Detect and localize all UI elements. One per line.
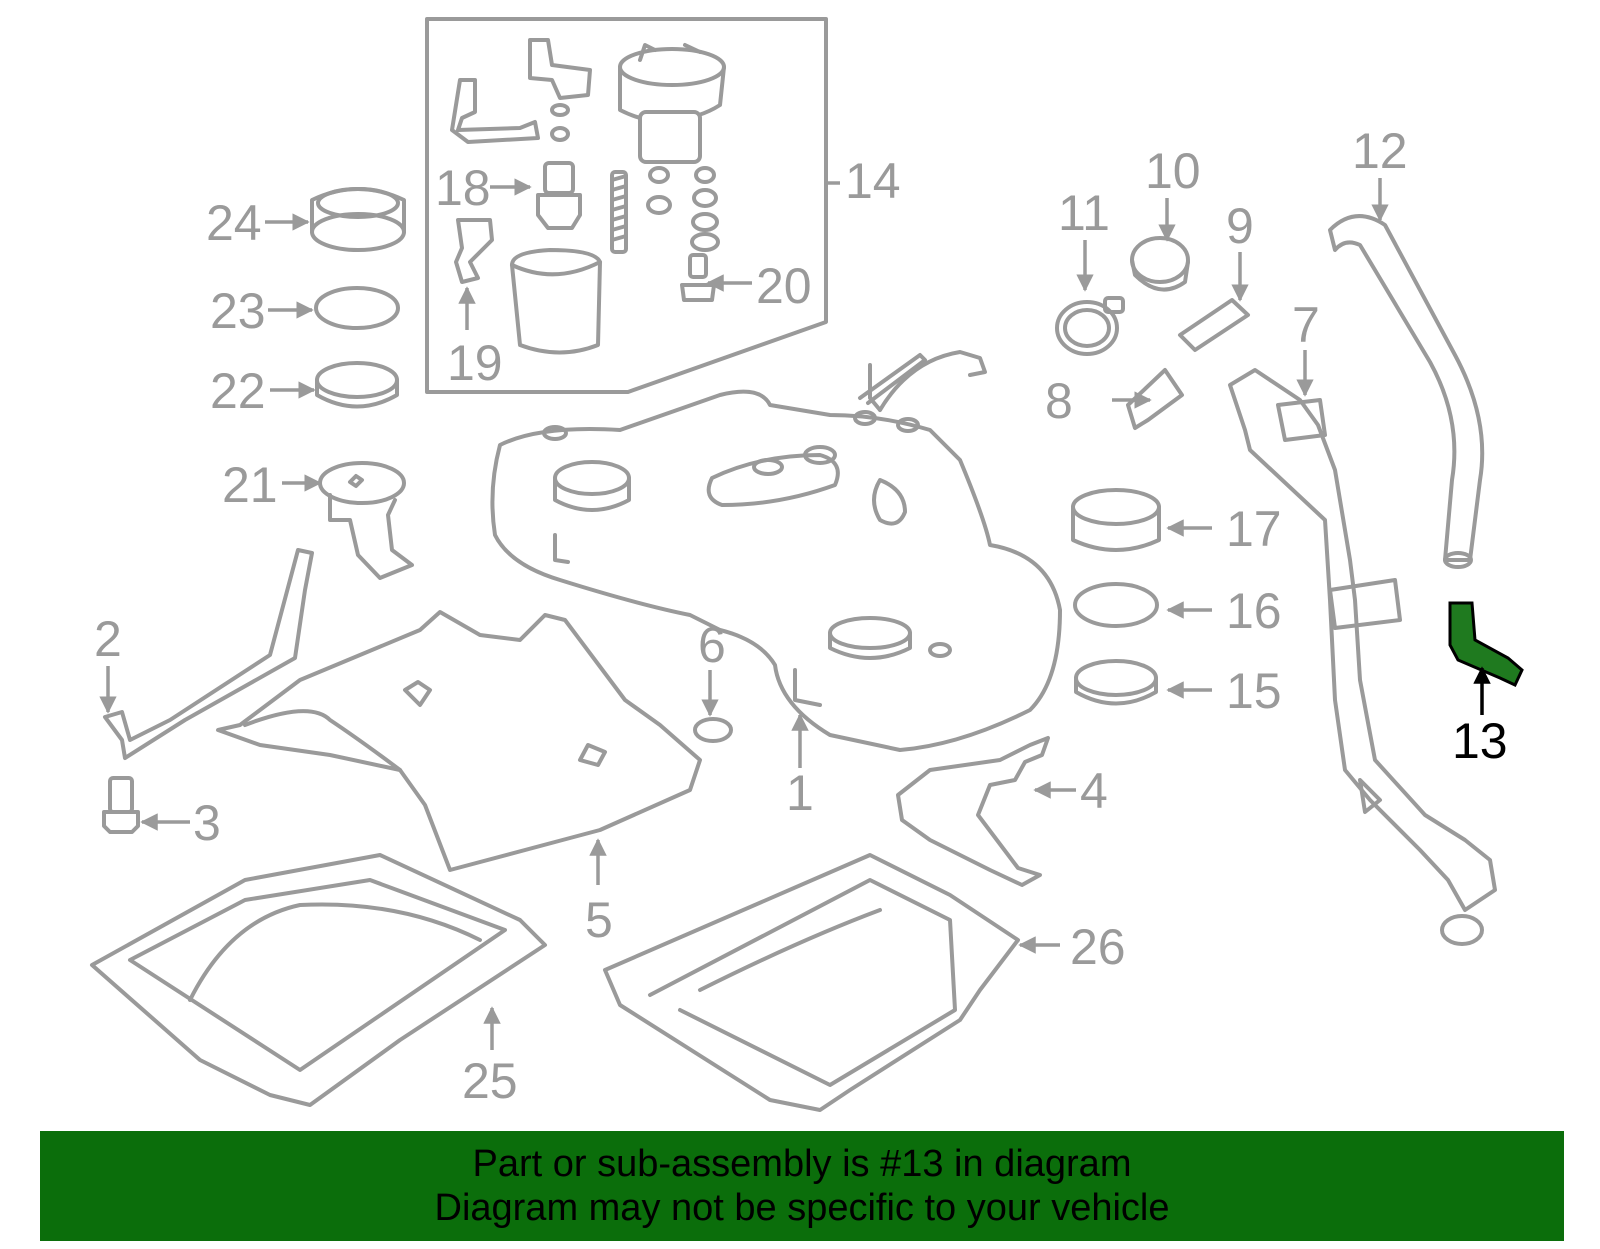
part-15-ring bbox=[1074, 659, 1158, 706]
callout-26: 26 bbox=[1070, 919, 1126, 975]
part-7-filler-neck bbox=[1228, 368, 1497, 912]
part-7-bracket bbox=[1276, 398, 1402, 814]
callout-9: 9 bbox=[1226, 198, 1254, 254]
part-10-fuel-cap bbox=[1130, 236, 1190, 292]
part-8-clip bbox=[1126, 368, 1184, 430]
part-5-heat-shield-ribs bbox=[243, 680, 607, 772]
callout-10: 10 bbox=[1145, 143, 1201, 199]
callout-5: 5 bbox=[585, 892, 613, 948]
callout-24: 24 bbox=[206, 195, 262, 251]
part-11-clamp bbox=[1055, 296, 1125, 356]
part-17-lock-ring bbox=[1071, 488, 1161, 552]
callout-15: 15 bbox=[1226, 663, 1282, 719]
part-21-sender bbox=[318, 461, 414, 580]
part-16-gasket bbox=[1073, 582, 1159, 628]
part-26-skid-plate bbox=[603, 853, 1020, 1112]
leader-arrows bbox=[99, 178, 1389, 1050]
part-23-gasket bbox=[314, 286, 400, 330]
callout-3: 3 bbox=[193, 795, 221, 851]
part-24-lock-ring bbox=[310, 187, 406, 252]
part-4-bracket bbox=[896, 736, 1050, 887]
part-12-hose-end bbox=[1443, 551, 1473, 569]
part-12-vent-hose bbox=[1328, 214, 1485, 562]
part-25-skid-plate-frame bbox=[128, 878, 507, 1072]
callout-16: 16 bbox=[1226, 583, 1282, 639]
part-13-hose-highlighted bbox=[1448, 601, 1524, 687]
callout-8: 8 bbox=[1045, 373, 1073, 429]
info-banner-line-1: Part or sub-assembly is #13 in diagram bbox=[472, 1143, 1132, 1185]
callout-21: 21 bbox=[222, 457, 278, 513]
info-banner: Part or sub-assembly is #13 in diagram D… bbox=[40, 1131, 1564, 1241]
callout-17: 17 bbox=[1226, 501, 1282, 557]
part-6-grommet bbox=[693, 717, 733, 743]
part-3-bolt bbox=[102, 776, 140, 834]
callout-2: 2 bbox=[94, 611, 122, 667]
part-2-strap bbox=[103, 548, 314, 760]
info-banner-background bbox=[40, 1131, 1564, 1241]
callout-1: 1 bbox=[786, 765, 814, 821]
callout-23: 23 bbox=[210, 283, 266, 339]
callout-6: 6 bbox=[698, 617, 726, 673]
callout-18: 18 bbox=[435, 160, 491, 216]
callout-labels: 24 23 22 21 18 19 20 14 2 3 6 1 5 4 25 2… bbox=[94, 123, 1508, 1109]
part-22-ring bbox=[315, 361, 399, 409]
fuel-pump-module-inset-box bbox=[425, 17, 828, 394]
callout-25: 25 bbox=[462, 1053, 518, 1109]
part-1-fuel-tank bbox=[490, 350, 1062, 752]
callout-22: 22 bbox=[210, 363, 266, 419]
part-9-bracket bbox=[1178, 298, 1250, 352]
callout-14: 14 bbox=[845, 153, 901, 209]
part-26-skid-plate-frame bbox=[648, 878, 957, 1087]
part-5-heat-shield bbox=[216, 610, 702, 872]
callout-20: 20 bbox=[756, 258, 812, 314]
callout-11: 11 bbox=[1058, 185, 1110, 241]
callout-7: 7 bbox=[1292, 297, 1320, 353]
callout-4: 4 bbox=[1080, 763, 1108, 819]
part-7-filler-end bbox=[1440, 914, 1484, 946]
callout-19: 19 bbox=[447, 335, 503, 391]
callout-12: 12 bbox=[1352, 123, 1408, 179]
info-banner-line-2: Diagram may not be specific to your vehi… bbox=[434, 1187, 1170, 1229]
callout-13: 13 bbox=[1452, 713, 1508, 769]
part-25-skid-plate bbox=[90, 853, 547, 1107]
fuel-pump-module-parts bbox=[450, 38, 726, 355]
